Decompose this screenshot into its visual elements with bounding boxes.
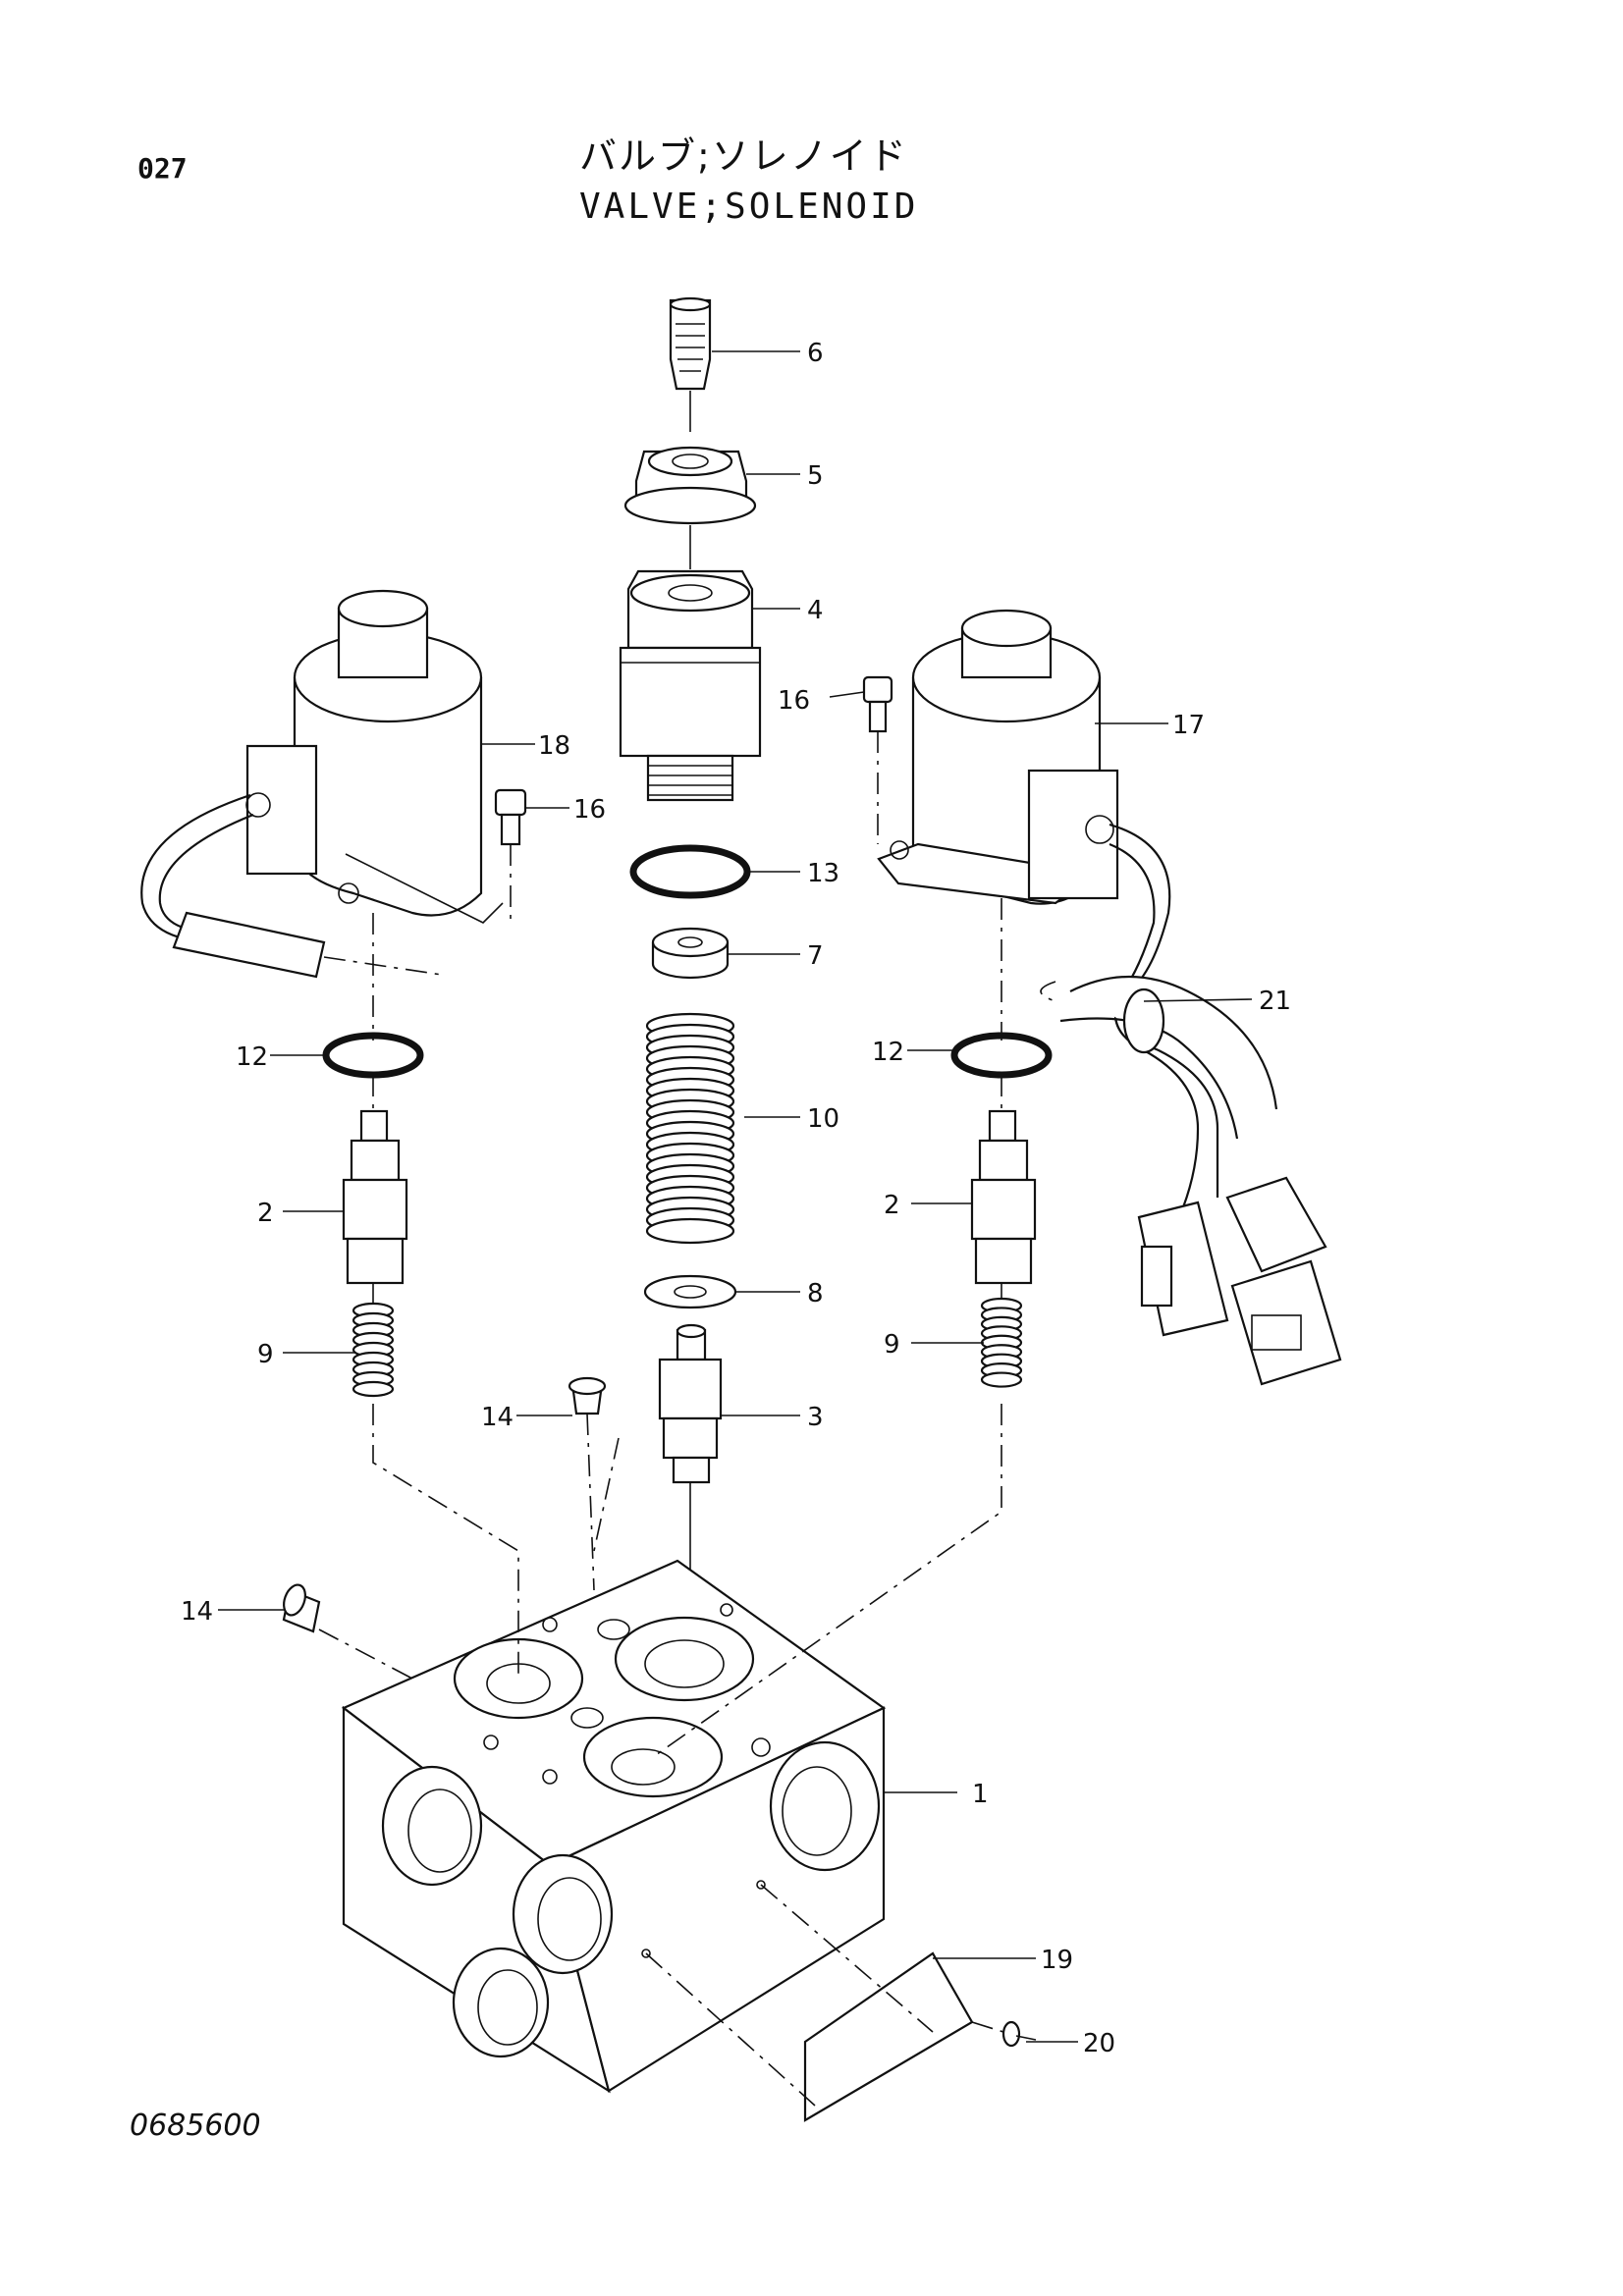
part-20-rivet: [971, 2020, 1037, 2048]
callout-7: 7: [807, 941, 824, 971]
part-7-spring-seat: [651, 927, 730, 980]
callout-12-right: 12: [872, 1038, 904, 1067]
part-18-left-solenoid: [140, 589, 504, 979]
part-9-left-spring: [352, 1302, 395, 1398]
page-number: 027: [137, 152, 188, 185]
callout-13: 13: [807, 859, 839, 888]
part-13-o-ring: [629, 844, 751, 899]
callout-2-left: 2: [257, 1199, 274, 1228]
callout-17: 17: [1172, 711, 1205, 740]
spring-coil: [980, 1371, 1023, 1388]
part-6-adjust-screw: [669, 296, 712, 432]
wire-harness-connectors: [1040, 975, 1342, 1386]
part-8-washer: [643, 1274, 737, 1309]
part-17-right-solenoid: [877, 609, 1219, 1208]
callout-labels: 6 5 4 18 16 17 16 13 7 10 8 3 12 12 21 2…: [181, 339, 1291, 2058]
callout-16-right: 16: [778, 686, 810, 716]
part-4-sleeve: [619, 569, 762, 802]
part-1-valve-block: [341, 1559, 887, 2094]
leader-lines: [218, 350, 1253, 1959]
part-10-spring: [645, 1012, 735, 1245]
part-14-top-plug: [568, 1376, 607, 1591]
part-9-right-spring: [980, 1297, 1023, 1388]
callout-5: 5: [807, 461, 824, 491]
title-japanese: バルブ;ソレノイド: [579, 134, 908, 178]
part-16-left-bolt: [494, 788, 527, 923]
drawing-number: 0685600: [130, 2109, 261, 2143]
part-14-side-plug: [282, 1583, 413, 1680]
callout-10: 10: [807, 1104, 839, 1134]
callout-8: 8: [807, 1279, 824, 1308]
callout-14-side: 14: [181, 1597, 213, 1627]
callout-14-top: 14: [481, 1403, 514, 1432]
callout-18: 18: [538, 731, 570, 761]
part-16-right-bolt: [862, 675, 893, 844]
callout-2-right: 2: [884, 1191, 900, 1220]
callout-9-left: 9: [257, 1340, 274, 1369]
part-12-right-o-ring: [950, 1032, 1053, 1079]
callout-19: 19: [1041, 1946, 1073, 1975]
callout-16-left: 16: [573, 795, 606, 825]
callout-9-right: 9: [884, 1330, 900, 1360]
part-2-left-spool: [342, 1109, 408, 1306]
callout-20: 20: [1083, 2029, 1115, 2058]
title-english: VALVE;SOLENOID: [579, 187, 919, 227]
callout-12-left: 12: [236, 1042, 268, 1072]
assembly-center-lines: [372, 898, 1002, 1758]
part-12-left-o-ring: [322, 1032, 424, 1079]
part-3-spool: [658, 1323, 723, 1767]
callout-6: 6: [807, 339, 824, 368]
spring-coil: [352, 1380, 395, 1398]
callout-21: 21: [1259, 987, 1291, 1016]
spring-coil: [645, 1217, 735, 1245]
part-5-nut: [623, 446, 757, 569]
part-2-right-spool: [970, 1109, 1037, 1301]
callout-1: 1: [972, 1780, 989, 1809]
callout-4: 4: [807, 596, 824, 625]
callout-3: 3: [807, 1403, 824, 1432]
